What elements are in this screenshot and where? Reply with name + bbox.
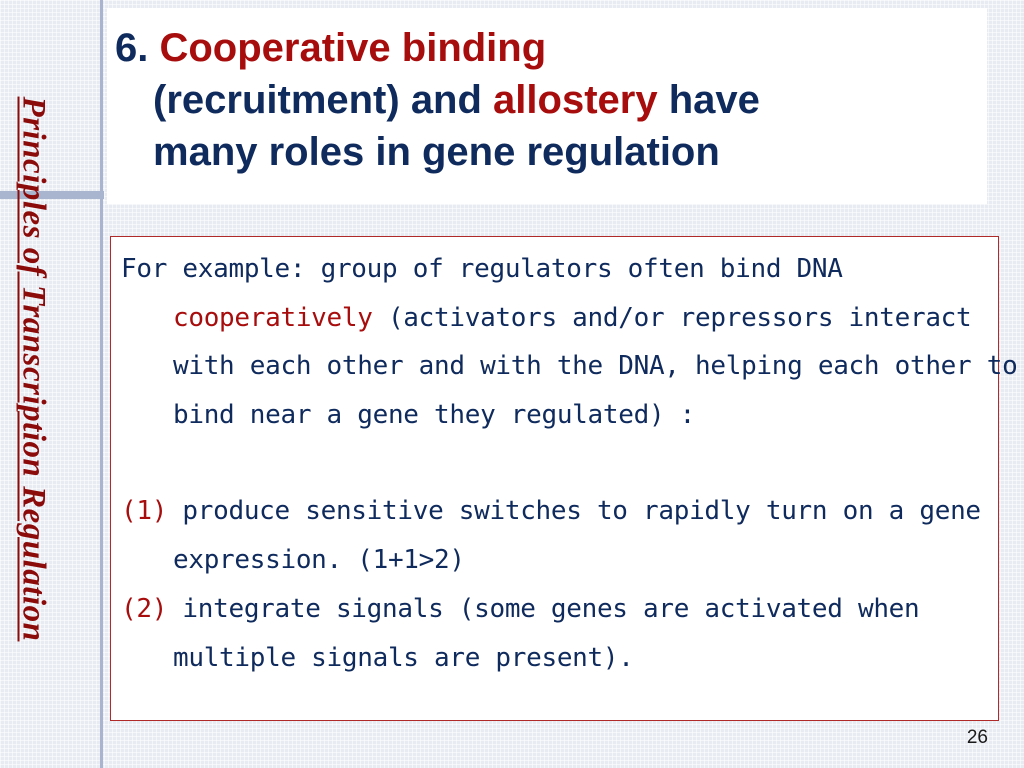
list-item-2: (2) integrate signals (some genes are ac… xyxy=(121,585,1024,682)
title-number: 6. xyxy=(115,26,160,70)
title-part-2: (recruitment) and xyxy=(153,78,494,122)
list-item-2-text: integrate signals (some genes are activa… xyxy=(167,594,920,673)
list-item-1-text: produce sensitive switches to rapidly tu… xyxy=(167,496,981,575)
title-term-cooperative-binding: Cooperative binding xyxy=(159,26,547,70)
title-divider-horizontal xyxy=(0,191,104,199)
intro-paragraph: For example: group of regulators often b… xyxy=(121,245,1024,439)
content-box: For example: group of regulators often b… xyxy=(110,236,1018,721)
side-title: Principles of Transcription Regulation xyxy=(15,96,52,642)
intro-text-a: For example: group of regulators often b… xyxy=(121,254,843,284)
title-term-allostery: allostery xyxy=(493,78,658,122)
title-part-3: have xyxy=(657,78,760,122)
list-item-2-marker: (2) xyxy=(121,594,168,624)
side-title-band: Principles of Transcription Regulation xyxy=(0,0,66,768)
intro-highlight-cooperatively: cooperatively xyxy=(173,302,373,333)
list-item-1: (1) produce sensitive switches to rapidl… xyxy=(121,487,1024,584)
slide-title: 6. Cooperative binding (recruitment) and… xyxy=(115,22,975,178)
title-line-3: many roles in gene regulation xyxy=(153,130,720,174)
page-number: 26 xyxy=(966,727,988,748)
title-box: 6. Cooperative binding (recruitment) and… xyxy=(107,8,987,204)
side-divider-vertical xyxy=(100,0,103,768)
list-item-1-marker: (1) xyxy=(121,496,168,526)
title-line-2: (recruitment) and allostery have xyxy=(115,74,975,126)
intro-text-b: (activators and/or repressors interact w… xyxy=(173,302,1018,430)
